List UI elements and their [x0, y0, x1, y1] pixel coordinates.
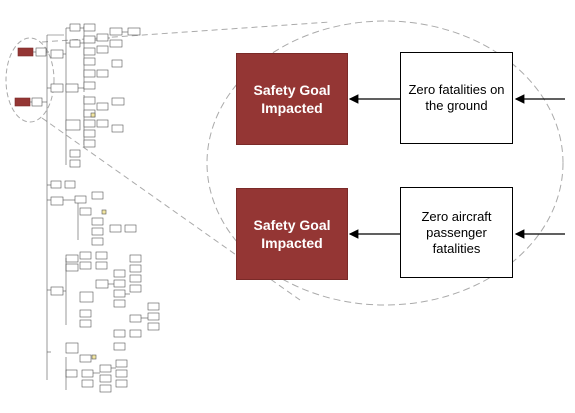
- objective-box-bottom: Zero aircraft passenger fatalities: [400, 187, 513, 278]
- overview-ellipse: [5, 37, 55, 123]
- safety-goal-box-top: Safety Goal Impacted: [236, 53, 348, 145]
- overview-tree: [14, 23, 160, 393]
- objective-label-bottom: Zero aircraft passenger fatalities: [421, 208, 492, 256]
- objective-label-top: Zero fatalities on the ground: [408, 82, 505, 113]
- safety-goal-label-top: Safety Goal Impacted: [253, 82, 331, 116]
- zoom-arrows: [348, 94, 565, 239]
- safety-goal-box-bottom: Safety Goal Impacted: [236, 188, 348, 280]
- zoom-ellipse: [206, 20, 564, 306]
- objective-box-top: Zero fatalities on the ground: [400, 52, 513, 144]
- safety-goal-label-bottom: Safety Goal Impacted: [253, 217, 331, 251]
